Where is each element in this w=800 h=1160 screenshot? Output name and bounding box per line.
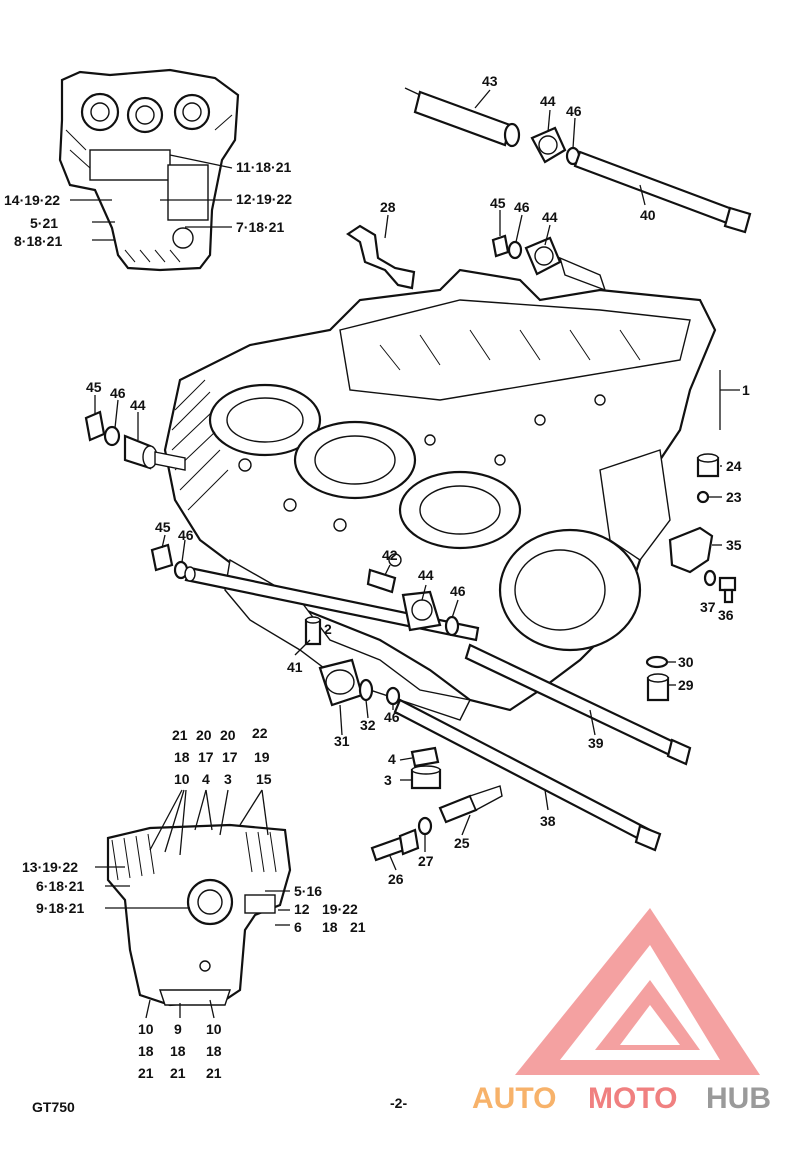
callout-24: 24 — [726, 458, 742, 474]
bi-top-r2-c1: 4 — [202, 771, 210, 787]
callout-27: 27 — [418, 853, 434, 869]
bi-top-r0-c1: 20 — [196, 727, 212, 743]
watermark-word-hub: HUB — [706, 1082, 771, 1115]
callout-46f: 46 — [384, 709, 400, 725]
callout-32: 32 — [360, 717, 376, 733]
callout-44b: 44 — [542, 209, 558, 225]
footer-model: GT750 — [32, 1099, 75, 1115]
bi-right-label-1: 5·16 — [294, 883, 322, 899]
bi-bot-c1-r0: 9 — [174, 1021, 182, 1037]
callout-46e: 46 — [450, 583, 466, 599]
bottom-inset-leaders — [95, 789, 290, 1019]
bi-right-label-4: 6 — [294, 919, 302, 935]
bi-top-r2-c0: 10 — [174, 771, 190, 787]
bi-bot-c2-r1: 18 — [206, 1043, 222, 1059]
bi-right-label-6: 21 — [350, 919, 366, 935]
watermark-word-moto: MOTO — [588, 1082, 677, 1115]
callout-28: 28 — [380, 199, 396, 215]
top-inset-upper-case — [58, 68, 240, 272]
bi-left-label-3: 9·18·21 — [36, 900, 84, 916]
callout-46c: 46 — [110, 385, 126, 401]
bi-top-r0-c0: 21 — [172, 727, 188, 743]
top-inset-label-3: 12·19·22 — [236, 191, 292, 207]
top-inset-label-1: 11·18·21 — [236, 159, 291, 175]
bi-bot-c1-r1: 18 — [170, 1043, 186, 1059]
top-inset-label-4: 5·21 — [30, 215, 58, 231]
watermark-word-auto: AUTO — [472, 1082, 556, 1115]
callout-42: 42 — [382, 547, 398, 563]
callout-45b: 45 — [490, 195, 506, 211]
callout-35: 35 — [726, 537, 742, 553]
bi-right-label-2: 12 — [294, 901, 310, 917]
callout-36: 36 — [718, 607, 734, 623]
callout-30: 30 — [678, 654, 694, 670]
bi-bot-c2-r2: 21 — [206, 1065, 222, 1081]
top-inset-label-2: 14·19·22 — [4, 192, 60, 208]
bi-top-r1-c2: 17 — [222, 749, 238, 765]
callout-37: 37 — [700, 599, 716, 615]
callout-46d: 46 — [178, 527, 194, 543]
bi-bot-c0-r0: 10 — [138, 1021, 154, 1037]
bi-top-r1-c0: 18 — [174, 749, 190, 765]
callout-25: 25 — [454, 835, 470, 851]
footer-page: -2- — [390, 1095, 407, 1111]
top-inset-label-5: 7·18·21 — [236, 219, 284, 235]
bi-right-label-5: 18 — [322, 919, 338, 935]
callout-26: 26 — [388, 871, 404, 887]
main-leaders — [94, 89, 740, 871]
callout-43: 43 — [482, 73, 498, 89]
callout-46b: 46 — [514, 199, 530, 215]
bi-top-r1-c3: 19 — [254, 749, 270, 765]
bi-left-label-1: 13·19·22 — [22, 859, 78, 875]
callout-45d: 45 — [155, 519, 171, 535]
callout-44d: 44 — [418, 567, 434, 583]
callout-23: 23 — [726, 489, 742, 505]
bi-bot-c0-r2: 21 — [138, 1065, 154, 1081]
callout-44c: 44 — [130, 397, 146, 413]
bi-bot-c0-r1: 18 — [138, 1043, 154, 1059]
callout-46a: 46 — [566, 103, 582, 119]
top-inset-label-6: 8·18·21 — [14, 233, 62, 249]
bi-top-r2-c2: 3 — [224, 771, 232, 787]
bi-top-r2-c3: 15 — [256, 771, 272, 787]
watermark-logo: AUTO MOTO HUB — [472, 908, 771, 1115]
bi-top-r1-c1: 17 — [198, 749, 214, 765]
callout-40: 40 — [640, 207, 656, 223]
callout-2: 2 — [324, 621, 332, 637]
loose-parts — [84, 87, 752, 862]
callout-31: 31 — [334, 733, 350, 749]
callout-45c: 45 — [86, 379, 102, 395]
callout-29: 29 — [678, 677, 694, 693]
callout-44a: 44 — [540, 93, 556, 109]
callout-3: 3 — [384, 772, 392, 788]
bi-left-label-2: 6·18·21 — [36, 878, 84, 894]
bi-top-r0-c3: 22 — [252, 725, 268, 741]
bi-bot-c2-r0: 10 — [206, 1021, 222, 1037]
callout-39: 39 — [588, 735, 604, 751]
callout-1: 1 — [742, 382, 750, 398]
callout-38: 38 — [540, 813, 556, 829]
bottom-inset-lower-case — [106, 823, 292, 1007]
callout-4: 4 — [388, 751, 396, 767]
top-inset-leaders — [70, 154, 233, 241]
bi-bot-c1-r2: 21 — [170, 1065, 186, 1081]
callout-41: 41 — [287, 659, 303, 675]
bi-top-r0-c2: 20 — [220, 727, 236, 743]
bi-right-label-3: 19·22 — [322, 901, 358, 917]
main-crankcase — [163, 268, 717, 721]
